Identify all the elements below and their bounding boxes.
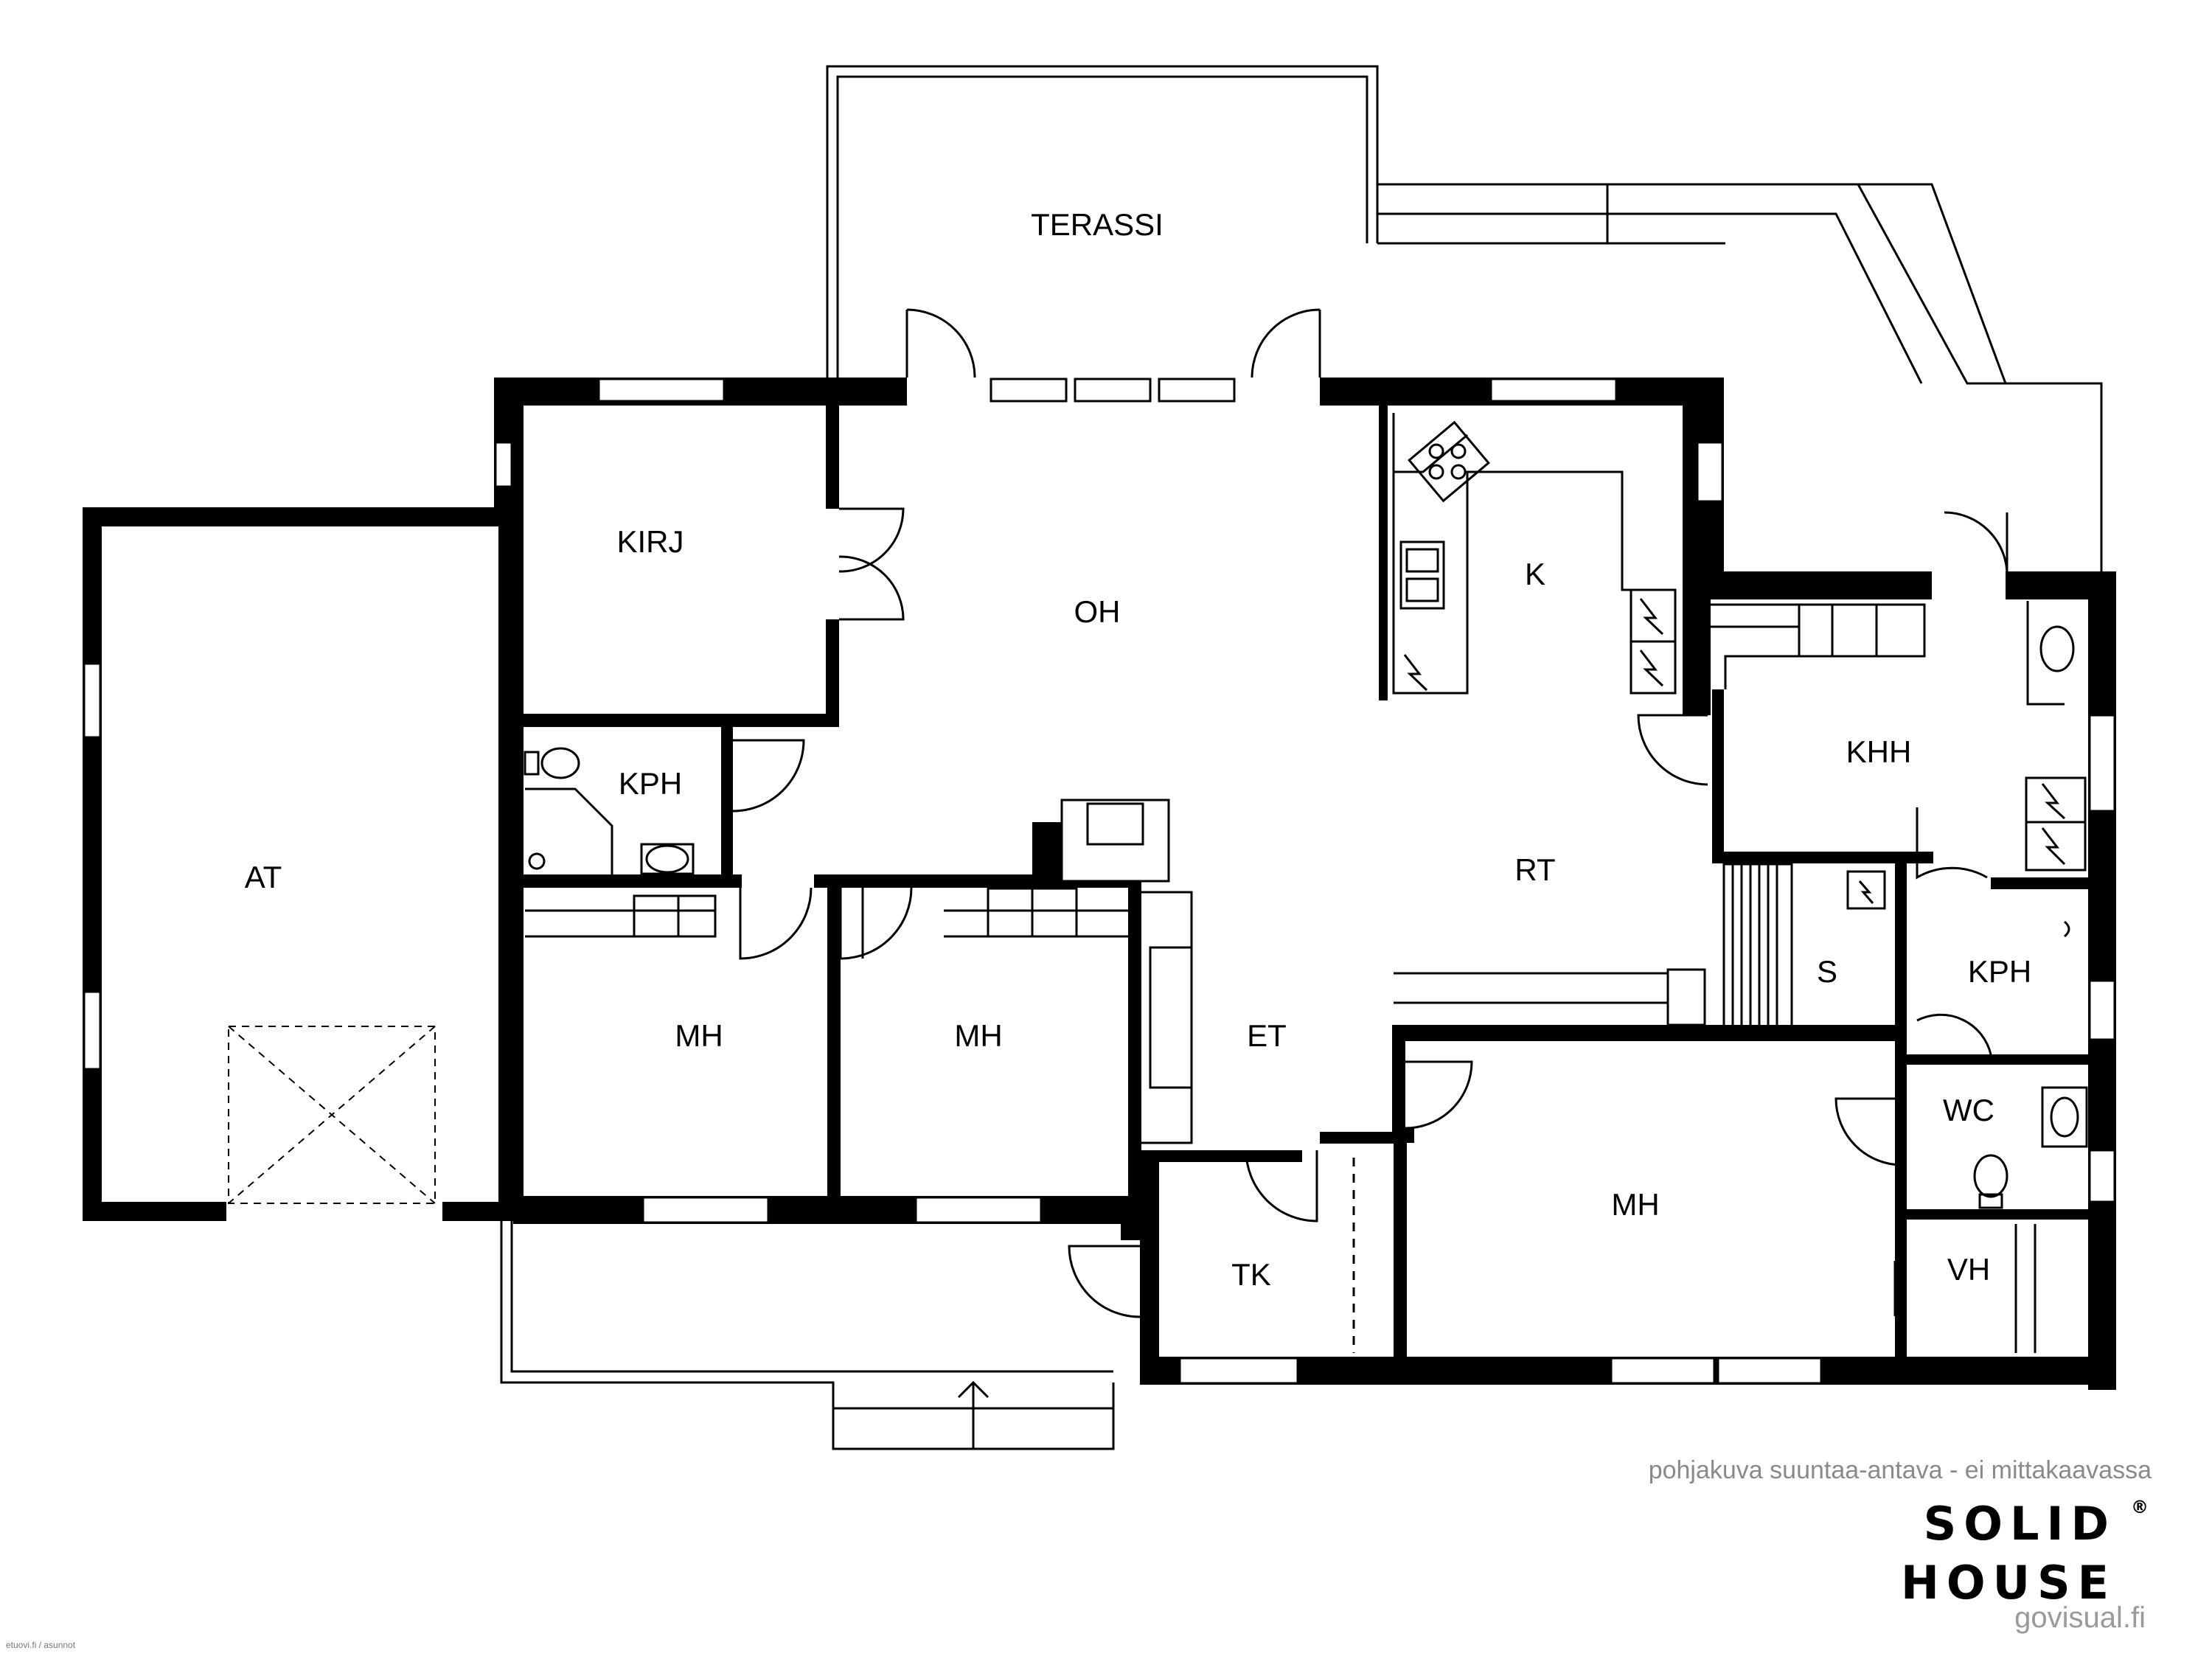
walls xyxy=(83,378,2116,1390)
credit-text: etuovi.fi / asunnot xyxy=(6,1640,76,1650)
room-label-khh: KHH xyxy=(1846,734,1912,769)
door-swings xyxy=(732,308,2008,1318)
room-label-mh-3: MH xyxy=(1611,1187,1659,1222)
room-label-oh: OH xyxy=(1074,594,1121,629)
room-label-kph: KPH xyxy=(619,766,682,801)
room-label-at: AT xyxy=(245,860,282,894)
brand-logo-line2: HOUSE xyxy=(1901,1556,2116,1610)
utility-room-fixtures xyxy=(1696,601,2087,872)
windows xyxy=(83,378,2116,1385)
terrace-outline xyxy=(826,65,2103,582)
room-label-vh: VH xyxy=(1947,1252,1990,1287)
room-label-rt: RT xyxy=(1514,852,1555,887)
room-label-wc: WC xyxy=(1943,1093,1994,1127)
room-label-tk: TK xyxy=(1231,1257,1271,1292)
room-label-mh-2: MH xyxy=(954,1018,1002,1053)
garage-door-dashed xyxy=(228,1026,436,1204)
room-label-terassi: TERASSI xyxy=(1031,207,1164,242)
disclaimer-text: pohjakuva suuntaa-antava - ei mittakaava… xyxy=(1648,1456,2152,1484)
fireplace xyxy=(1060,799,1170,883)
kitchen-fixtures xyxy=(1392,413,1677,695)
room-label-k: K xyxy=(1525,557,1545,591)
room-label-kph-2: KPH xyxy=(1968,954,2031,989)
website-text: govisual.fi xyxy=(2014,1601,2146,1634)
room-label-mh-1: MH xyxy=(675,1018,723,1053)
room-label-et: ET xyxy=(1247,1018,1287,1053)
room-label-s: S xyxy=(1817,954,1837,989)
brand-logo-line1: SOLID xyxy=(1923,1497,2116,1551)
hall-wardrobe xyxy=(1138,891,2037,1353)
room-label-kirj: KIRJ xyxy=(616,524,684,559)
registered-mark: ® xyxy=(2131,1497,2149,1517)
bathroom-fixtures xyxy=(524,747,2088,1209)
entrance-porch-outline xyxy=(500,1217,1115,1450)
sauna-bench xyxy=(1722,863,1886,1028)
